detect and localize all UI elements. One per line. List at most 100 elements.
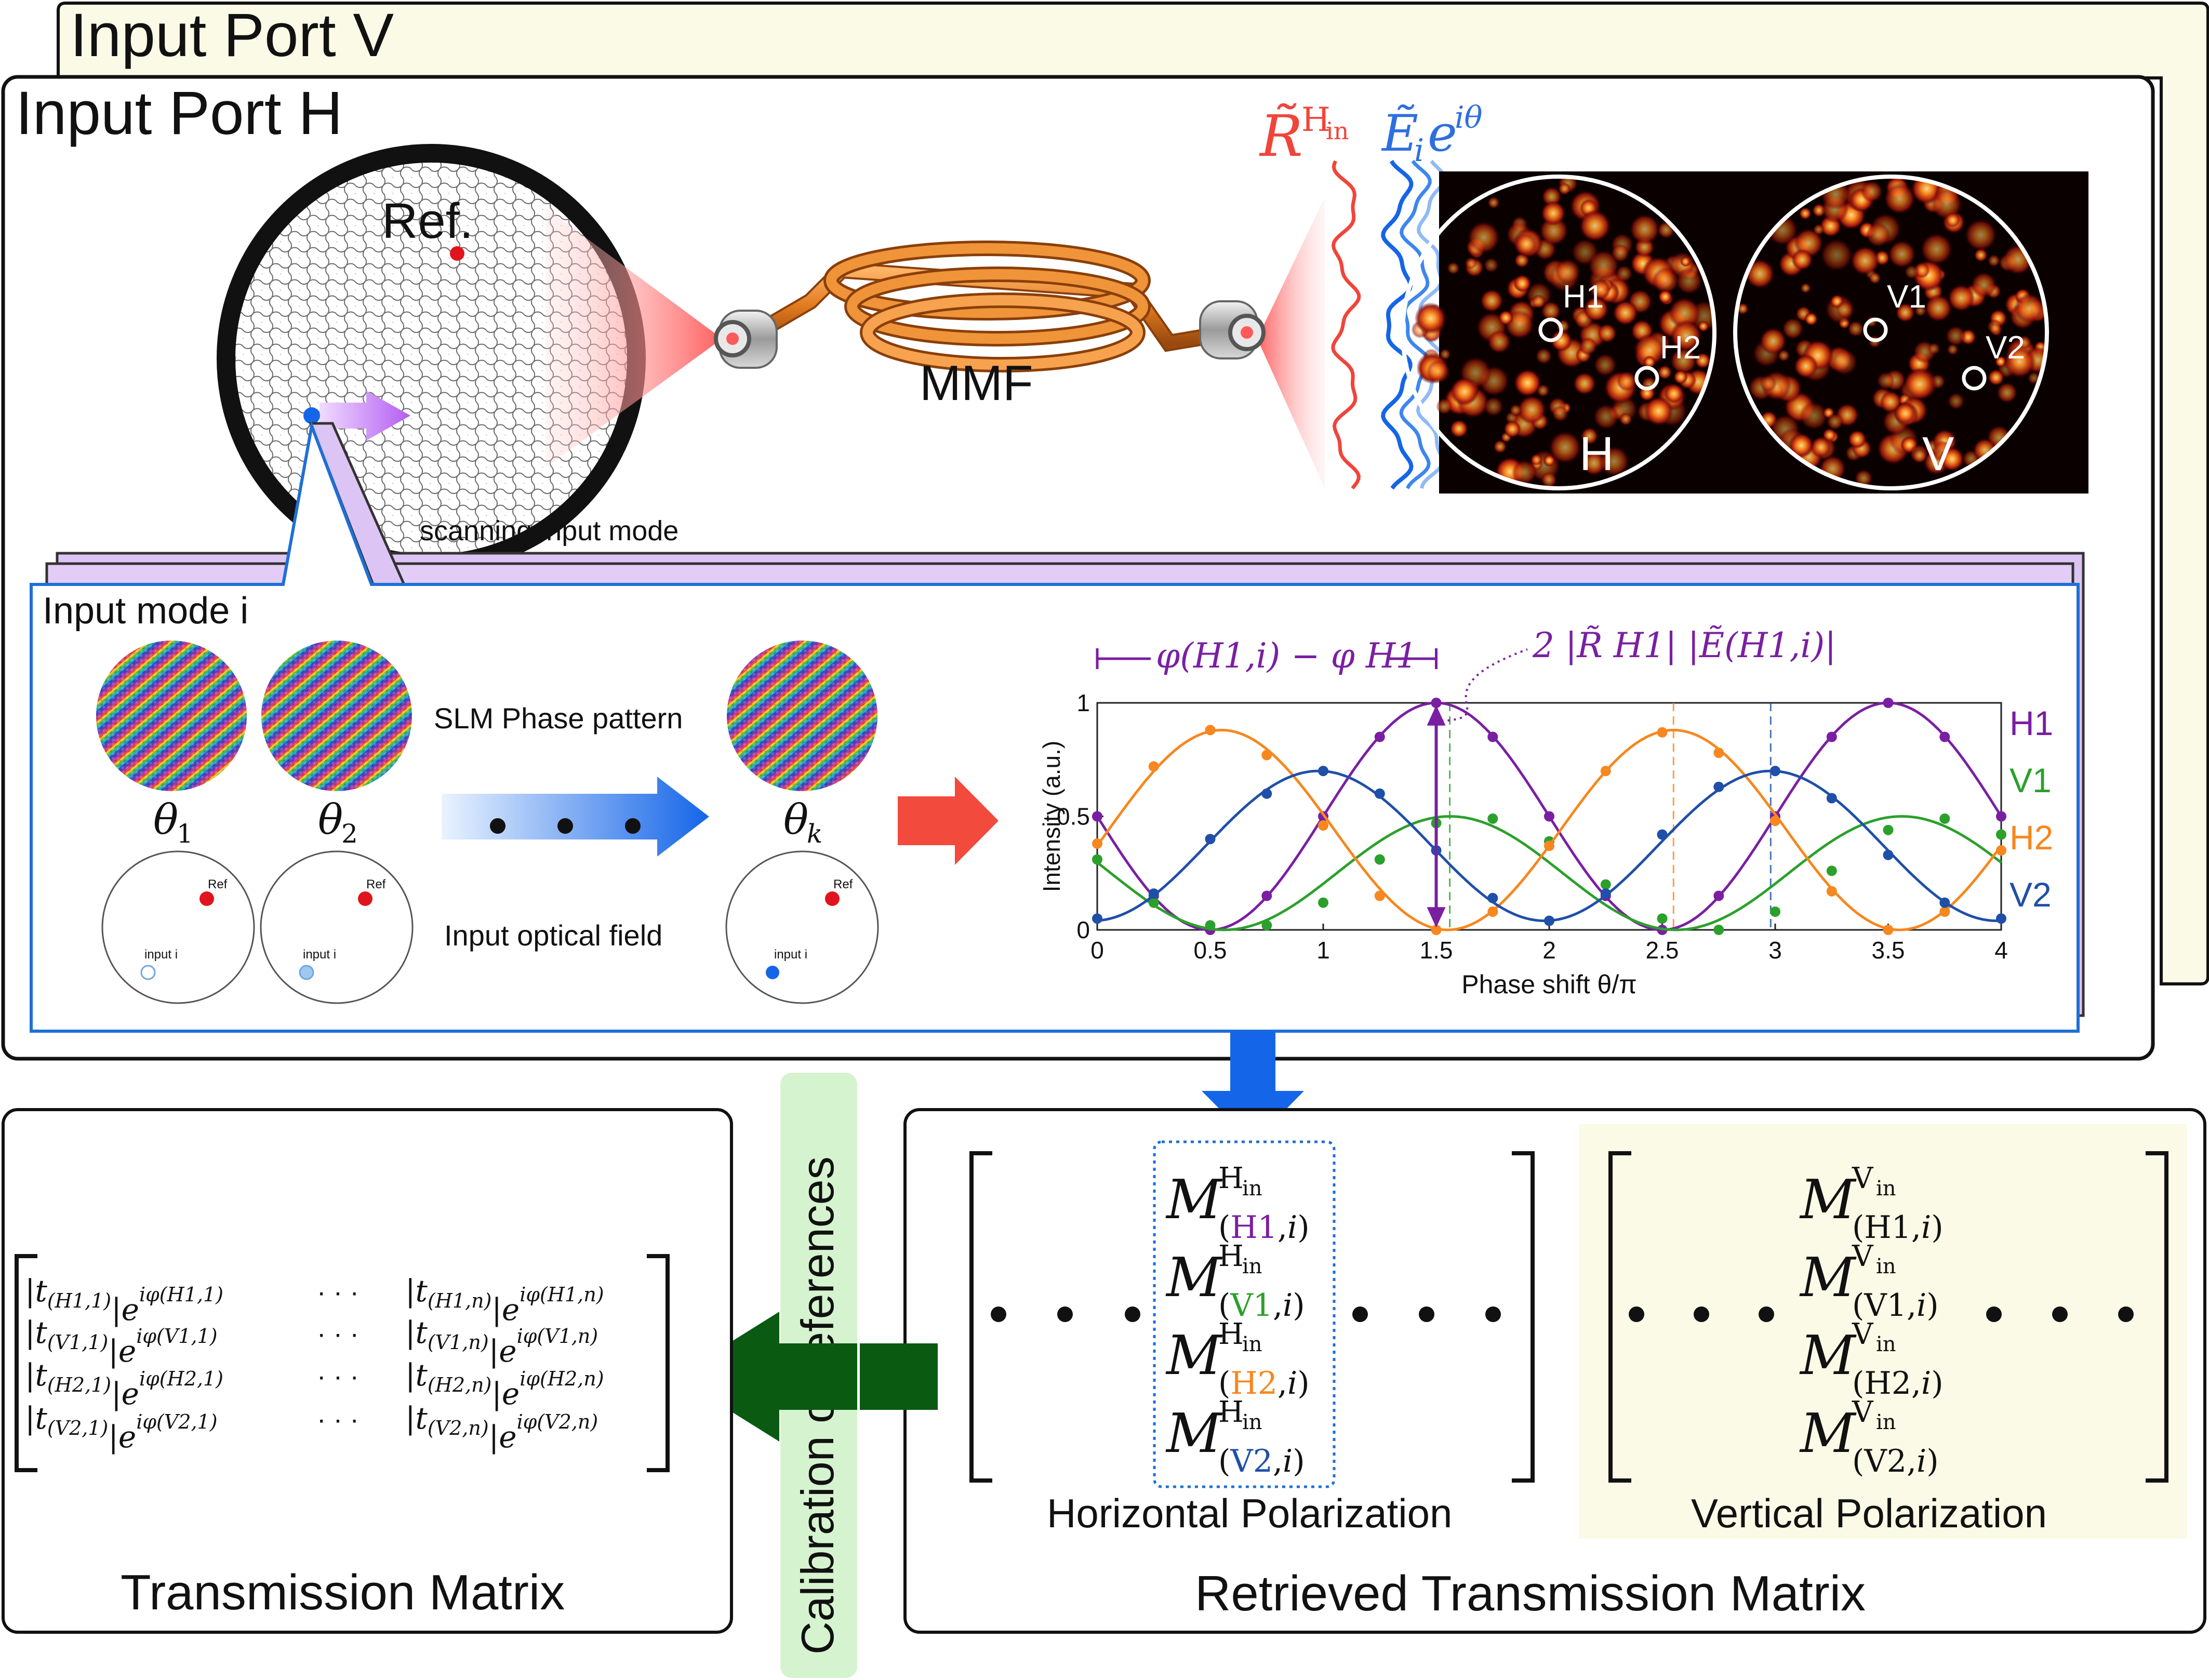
speckle-grain [1664,383,1684,404]
speckle-grain [2017,335,2032,350]
x-tick-label: 3.5 [1872,937,1905,964]
spot-v1-label: V1 [1887,279,1926,315]
ref-field-sup: H [1301,101,1330,139]
legend-h1: H1 [2010,704,2053,742]
data-point-v2 [1261,788,1272,799]
speckle-grain [1988,254,2000,267]
speckle-grain [1912,448,1927,464]
speckle-grain [1673,370,1688,384]
speckle-h-label: H [1579,428,1614,481]
speckle-grain [1487,196,1500,209]
m-symbol: M [1799,1168,1857,1231]
sequence-arrow [442,777,709,857]
ellipsis-dot [991,1306,1006,1322]
data-point-v1 [1713,925,1724,935]
legend-h2: H2 [2010,818,2053,857]
x-tick-label: 2 [1542,937,1556,964]
speckle-grain [1799,401,1828,431]
speckle-grain [1793,354,1818,379]
data-point-h1 [1996,811,2006,822]
field-2-input: input i [303,948,336,962]
m-superscript-sub: in [1876,1332,1896,1356]
data-point-v1 [1261,920,1272,931]
spot-v2 [1962,366,1987,391]
x-tick-label: 0.5 [1194,937,1227,964]
theta-2-sub: 2 [341,819,358,849]
speckle-grain [1414,302,1447,335]
speckle-grain [1643,355,1656,368]
speckle-grain [1895,303,1915,323]
speckle-grain [2014,293,2045,324]
ref-label: Ref. [382,193,473,249]
data-point-v1 [1374,854,1385,865]
speckle-grain [1531,454,1542,466]
speckle-grain [1914,304,1927,317]
speckle-v-aperture [1733,175,2049,490]
speckle-grain [1928,342,1940,355]
speckle-grain [1800,283,1811,294]
tm-cell: |t(V2,n)|eiφ(V2,n) [405,1401,598,1455]
data-point-v2 [1148,888,1159,899]
speckle-grain [1947,284,1975,312]
speckle-grain [1847,321,1864,337]
reference-spot [450,246,464,261]
speckle-grain [1541,301,1561,321]
speckle-grain [1450,377,1479,406]
data-point-h2 [1544,841,1554,851]
speckle-grain [1513,369,1542,397]
speckle-grain [1791,249,1813,271]
data-point-h1 [1261,890,1272,901]
speckle-grain [1541,472,1557,488]
series-line-v1 [1096,815,2002,931]
speckle-grain [1512,460,1537,485]
data-point-v2 [1318,766,1328,777]
matrix-bracket [15,1254,37,1472]
data-point-v2 [1092,913,1102,924]
speckle-grain [1657,365,1672,380]
retrieved-tm-panel: Retrieved Transmission Matrix Horizontal… [903,1108,2206,1634]
m-symbol: M [1165,1402,1223,1465]
data-point-h2 [1205,725,1216,736]
speckle-grain [1652,266,1680,294]
retrieved-tm-title: Retrieved Transmission Matrix [1195,1566,1866,1621]
ellipsis-dot [2052,1306,2068,1322]
matrix-bracket [1608,1151,1631,1483]
reference-wave [1331,160,1361,490]
speckle-grain [1436,398,1453,415]
speckle-grain [1487,330,1511,354]
red-arrow [898,777,999,865]
speckle-grain [1599,446,1630,477]
vertical-polarization-label: Vertical Polarization [1691,1490,2047,1536]
speckle-grain [1675,267,1703,295]
transmission-matrix: |t(H1,1)|eiφ(H1,1)· · ·|t(H1,n)|eiφ(H1,n… [15,1254,670,1472]
data-point-h2 [1770,816,1780,826]
speckle-grain [1670,319,1702,352]
m-symbol: M [1165,1324,1223,1387]
reference-field-label: R̃ H in [1259,101,1349,169]
speckle-grain [1583,296,1609,322]
speckle-grain [1759,327,1787,355]
speckle-grain [1550,329,1573,352]
speckle-grain [1810,436,1831,458]
data-point-v2 [1939,897,1950,908]
data-point-v2 [1487,892,1498,903]
spot-h1-label: H1 [1563,279,1604,315]
spot-h2 [1634,366,1659,391]
ellipsis-dot [1759,1306,1774,1322]
data-point-v1 [1939,813,1950,824]
tm-cell: |t(H2,n)|eiφ(H2,n) [405,1357,604,1411]
amplitude-label: 2 |R̃ H1| |Ẽ(H1,i)| [1532,625,1836,665]
data-point-v1 [1600,879,1611,890]
data-point-v2 [1544,915,1554,926]
speckle-grain [1826,413,1844,430]
speckle-grain [1554,258,1581,285]
speckle-grain [1615,265,1633,282]
speckle-grain [1503,420,1521,438]
theta-2-label: θ 2 [318,795,358,849]
tm-cell: |t(V1,1)|eiφ(V1,1) [25,1315,218,1369]
data-point-v1 [1318,897,1328,908]
slm-pattern-1 [96,641,247,791]
speckle-grain [1947,392,1965,410]
speckle-grain [1619,412,1632,426]
